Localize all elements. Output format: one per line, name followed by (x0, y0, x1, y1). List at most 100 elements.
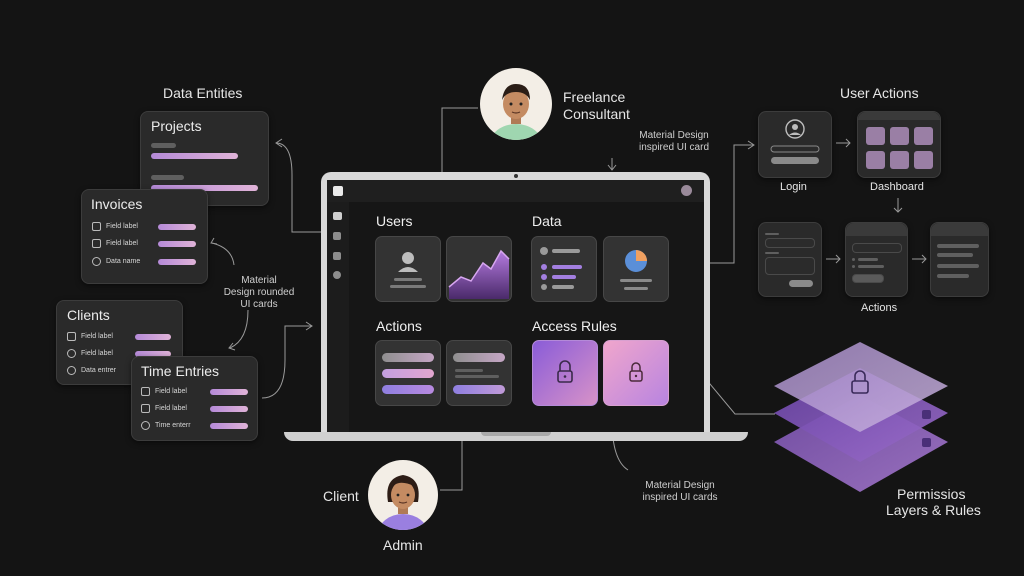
md-cards-bottom-note: Material Design inspired UI cards (638, 480, 722, 504)
action-line-2 (455, 375, 499, 378)
actions-screen[interactable] (845, 222, 908, 297)
clients-bar-1 (135, 334, 171, 340)
section-actions: Actions (376, 318, 422, 334)
projects-bar-short (151, 143, 176, 148)
permissions-label-line-1: Permissios (897, 486, 966, 502)
action-pill-5[interactable] (453, 385, 505, 394)
action-pill-3[interactable] (382, 385, 434, 394)
man-avatar-icon (490, 84, 542, 140)
actions-screen-header (846, 223, 907, 236)
dashboard-tile (866, 151, 885, 169)
dashboard-tile (890, 151, 909, 169)
app-logo-icon (333, 186, 343, 196)
detail-line (937, 264, 979, 268)
action-pill-2[interactable] (382, 369, 434, 378)
actions-screen-line (858, 265, 884, 268)
invoices-bar-3 (158, 259, 196, 265)
permissions-label-line-2: Layers & Rules (886, 502, 981, 518)
time-entries-title: Time Entries (141, 363, 220, 379)
access-rule-tile-1[interactable] (532, 340, 598, 406)
layer-lock-icon (851, 370, 869, 394)
calendar-icon (141, 387, 150, 396)
actions-screen-line (858, 258, 878, 261)
access-rule-tile-2[interactable] (603, 340, 669, 406)
projects-title: Projects (151, 118, 202, 134)
actions-tile-2[interactable] (446, 340, 512, 406)
time-entries-row-1: Field label (155, 388, 187, 395)
laptop-base (284, 432, 748, 441)
invoices-row-3: Data name (106, 258, 141, 265)
time-entries-card[interactable]: Time Entries Field label Field label Tim… (131, 356, 258, 441)
document-icon (92, 239, 101, 248)
avatar[interactable] (681, 185, 692, 196)
sidebar-icon-3[interactable] (333, 252, 341, 260)
actions-tile-1[interactable] (375, 340, 441, 406)
invoices-title: Invoices (91, 196, 143, 212)
detail-screen-header (931, 223, 988, 236)
form-caption (765, 252, 779, 254)
data-pie-tile[interactable] (603, 236, 669, 302)
time-entries-row-2: Field label (155, 405, 187, 412)
form-screen[interactable] (758, 222, 822, 297)
form-textarea[interactable] (765, 257, 815, 275)
time-entries-row-3: Time enterr (155, 422, 191, 429)
field-icon (92, 222, 101, 231)
detail-line (937, 244, 979, 248)
calendar-icon (67, 332, 76, 341)
clock-icon (92, 257, 101, 266)
md-cards-bottom-note-line-2: inspired UI cards (642, 492, 718, 503)
time-entries-bar-1 (210, 389, 248, 395)
invoices-card[interactable]: Invoices Field label Field label Data na… (81, 189, 208, 284)
sidebar-icon-2[interactable] (333, 232, 341, 240)
detail-screen[interactable] (930, 222, 989, 297)
login-label: Login (780, 181, 807, 193)
user-actions-label: User Actions (840, 85, 919, 101)
dashboard-label: Dashboard (870, 181, 924, 193)
home-icon[interactable] (333, 212, 342, 220)
area-chart-icon (448, 249, 510, 299)
dashboard-tile (890, 127, 909, 145)
user-profile-tile[interactable] (375, 236, 441, 302)
clients-row-1: Field label (81, 333, 113, 340)
dashboard-tile (914, 151, 933, 169)
bullet (852, 265, 855, 268)
form-field[interactable] (765, 238, 815, 248)
md-cards-bottom-note-line-1: Material Design (645, 480, 715, 491)
user-chart-tile[interactable] (446, 236, 512, 302)
app-topbar (327, 180, 704, 202)
client-label: Client (323, 488, 359, 504)
laptop-frame: Users Data Actions Access Rules (321, 172, 710, 432)
dashboard-screen[interactable] (857, 111, 941, 178)
actions-flow-label: Actions (861, 302, 898, 314)
login-avatar-icon (770, 119, 820, 164)
bullet (852, 258, 855, 261)
list-icon (540, 247, 582, 290)
projects-bar-2 (151, 185, 258, 191)
person-icon (67, 349, 76, 358)
projects-bar-short-2 (151, 175, 184, 180)
invoices-row-1: Field label (106, 223, 138, 230)
projects-bar (151, 153, 238, 159)
clients-row-2: Field label (81, 350, 113, 357)
md-card-top-note-line-1: Material Design (639, 130, 709, 141)
permission-layer-top (774, 342, 948, 432)
app-sidebar (327, 202, 349, 432)
client-admin-avatar (368, 460, 438, 530)
action-pill-4[interactable] (453, 353, 505, 362)
md-rounded-note: Material Design rounded UI cards (214, 275, 304, 311)
clients-title: Clients (67, 307, 110, 323)
action-pill-1[interactable] (382, 353, 434, 362)
invoices-row-2: Field label (106, 240, 138, 247)
clients-card[interactable]: Clients Field label Field label Data ent… (56, 300, 183, 385)
invoices-bar-1 (158, 224, 196, 230)
form-submit-button[interactable] (789, 280, 813, 287)
admin-label: Admin (383, 537, 423, 553)
login-screen[interactable] (758, 111, 832, 178)
lock-icon (557, 360, 573, 383)
actions-screen-button[interactable] (852, 274, 884, 283)
laptop-notch (481, 432, 551, 436)
data-list-tile[interactable] (531, 236, 597, 302)
sidebar-icon-4[interactable] (333, 271, 341, 279)
clients-bar-2 (135, 351, 171, 357)
